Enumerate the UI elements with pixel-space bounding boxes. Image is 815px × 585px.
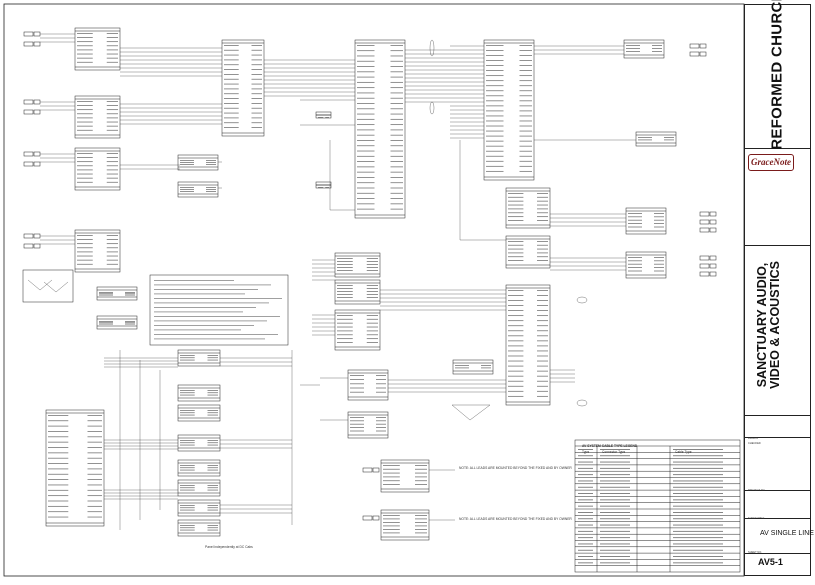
amp-out-a [625,207,667,235]
spk-258 [699,255,710,261]
amp-channel-7 [177,519,221,537]
output-a [623,39,665,59]
project-no-label: PROJECT NO. [748,489,766,492]
cable-legend-col-type: Type [582,450,590,454]
gracenote-logo: GraceNote [748,154,794,171]
cable-legend-col-connector: Connector Type [602,450,626,454]
stage-box-2 [74,147,121,191]
amp-out-b [625,251,667,279]
stagebox-e [334,309,381,351]
net-in-a [362,467,373,473]
speaker-cluster [22,269,74,303]
net-switch-b [380,509,430,541]
title-block [744,4,811,576]
stage-box-3 [74,229,121,273]
dsp-c [505,235,551,269]
panel-note: Panel independently at DC Cabs [205,545,253,549]
wireless-rx-a [177,154,219,171]
net-switch-a [380,459,430,493]
note-beyond-fixed-2: NOTE: ALL LEADS ARE MOUNTED BEYOND THE F… [459,517,572,521]
church-name: REFORMED CHURCH [768,0,786,150]
sheet-no-label: SHEET NO. [748,551,762,554]
input-plate-1 [23,99,34,105]
spk-266 [699,263,710,269]
cable-legend-title: AV SYSTEM CABLE TYPE LEGEND [582,444,638,448]
checked-label: CHECKED [748,442,761,445]
input-plate-b-3 [23,243,34,249]
cable-legend-col-cable: Cable Type [675,450,692,454]
rack-node [452,359,494,375]
input-plate-b-2 [23,161,34,167]
sheet-title: AV SINGLE LINE DIAGRAMS [760,530,815,537]
drawn-label: DRAWN [748,437,758,440]
amp-channel-4 [177,459,221,477]
spk-out-a [689,43,700,49]
spk-out-b [689,51,700,57]
stage-box-1 [74,95,121,139]
spk-230 [699,227,710,233]
power-amp-rack [45,409,105,527]
input-plate-3 [23,233,34,239]
stage-box-0 [74,27,121,71]
note-beyond-fixed-1: NOTE: ALL LEADS ARE MOUNTED BEYOND THE F… [459,466,572,470]
sheet-title-label: SHEET TITLE [748,517,765,520]
amp-channel-6 [177,499,221,517]
spk-274 [699,271,710,277]
net-in-b [362,515,373,521]
input-plate-2 [23,151,34,157]
dsp-frame-a [221,39,265,137]
project-title: SANCTUARY AUDIO, VIDEO & ACOUSTICS [755,260,782,390]
input-plate-0 [23,31,34,37]
amp-channel-5 [177,479,221,497]
matrix-processor [483,39,535,181]
remote-panel [635,131,677,147]
wireless-c [347,369,389,401]
wireless-rx-b [177,181,219,198]
amp-channel-2 [177,404,221,422]
spk-214 [699,211,710,217]
matrix-b [505,284,551,406]
dsp-b [505,187,551,229]
stagebox-c [334,252,381,278]
stagebox-d [334,279,381,305]
input-plate-b-0 [23,41,34,47]
amp-channel-1 [177,384,221,402]
notes-box [149,274,289,346]
wireless-d [347,411,389,439]
spk-222 [699,219,710,225]
input-plate-b-1 [23,109,34,115]
sheet-number: AV5-1 [758,557,783,567]
